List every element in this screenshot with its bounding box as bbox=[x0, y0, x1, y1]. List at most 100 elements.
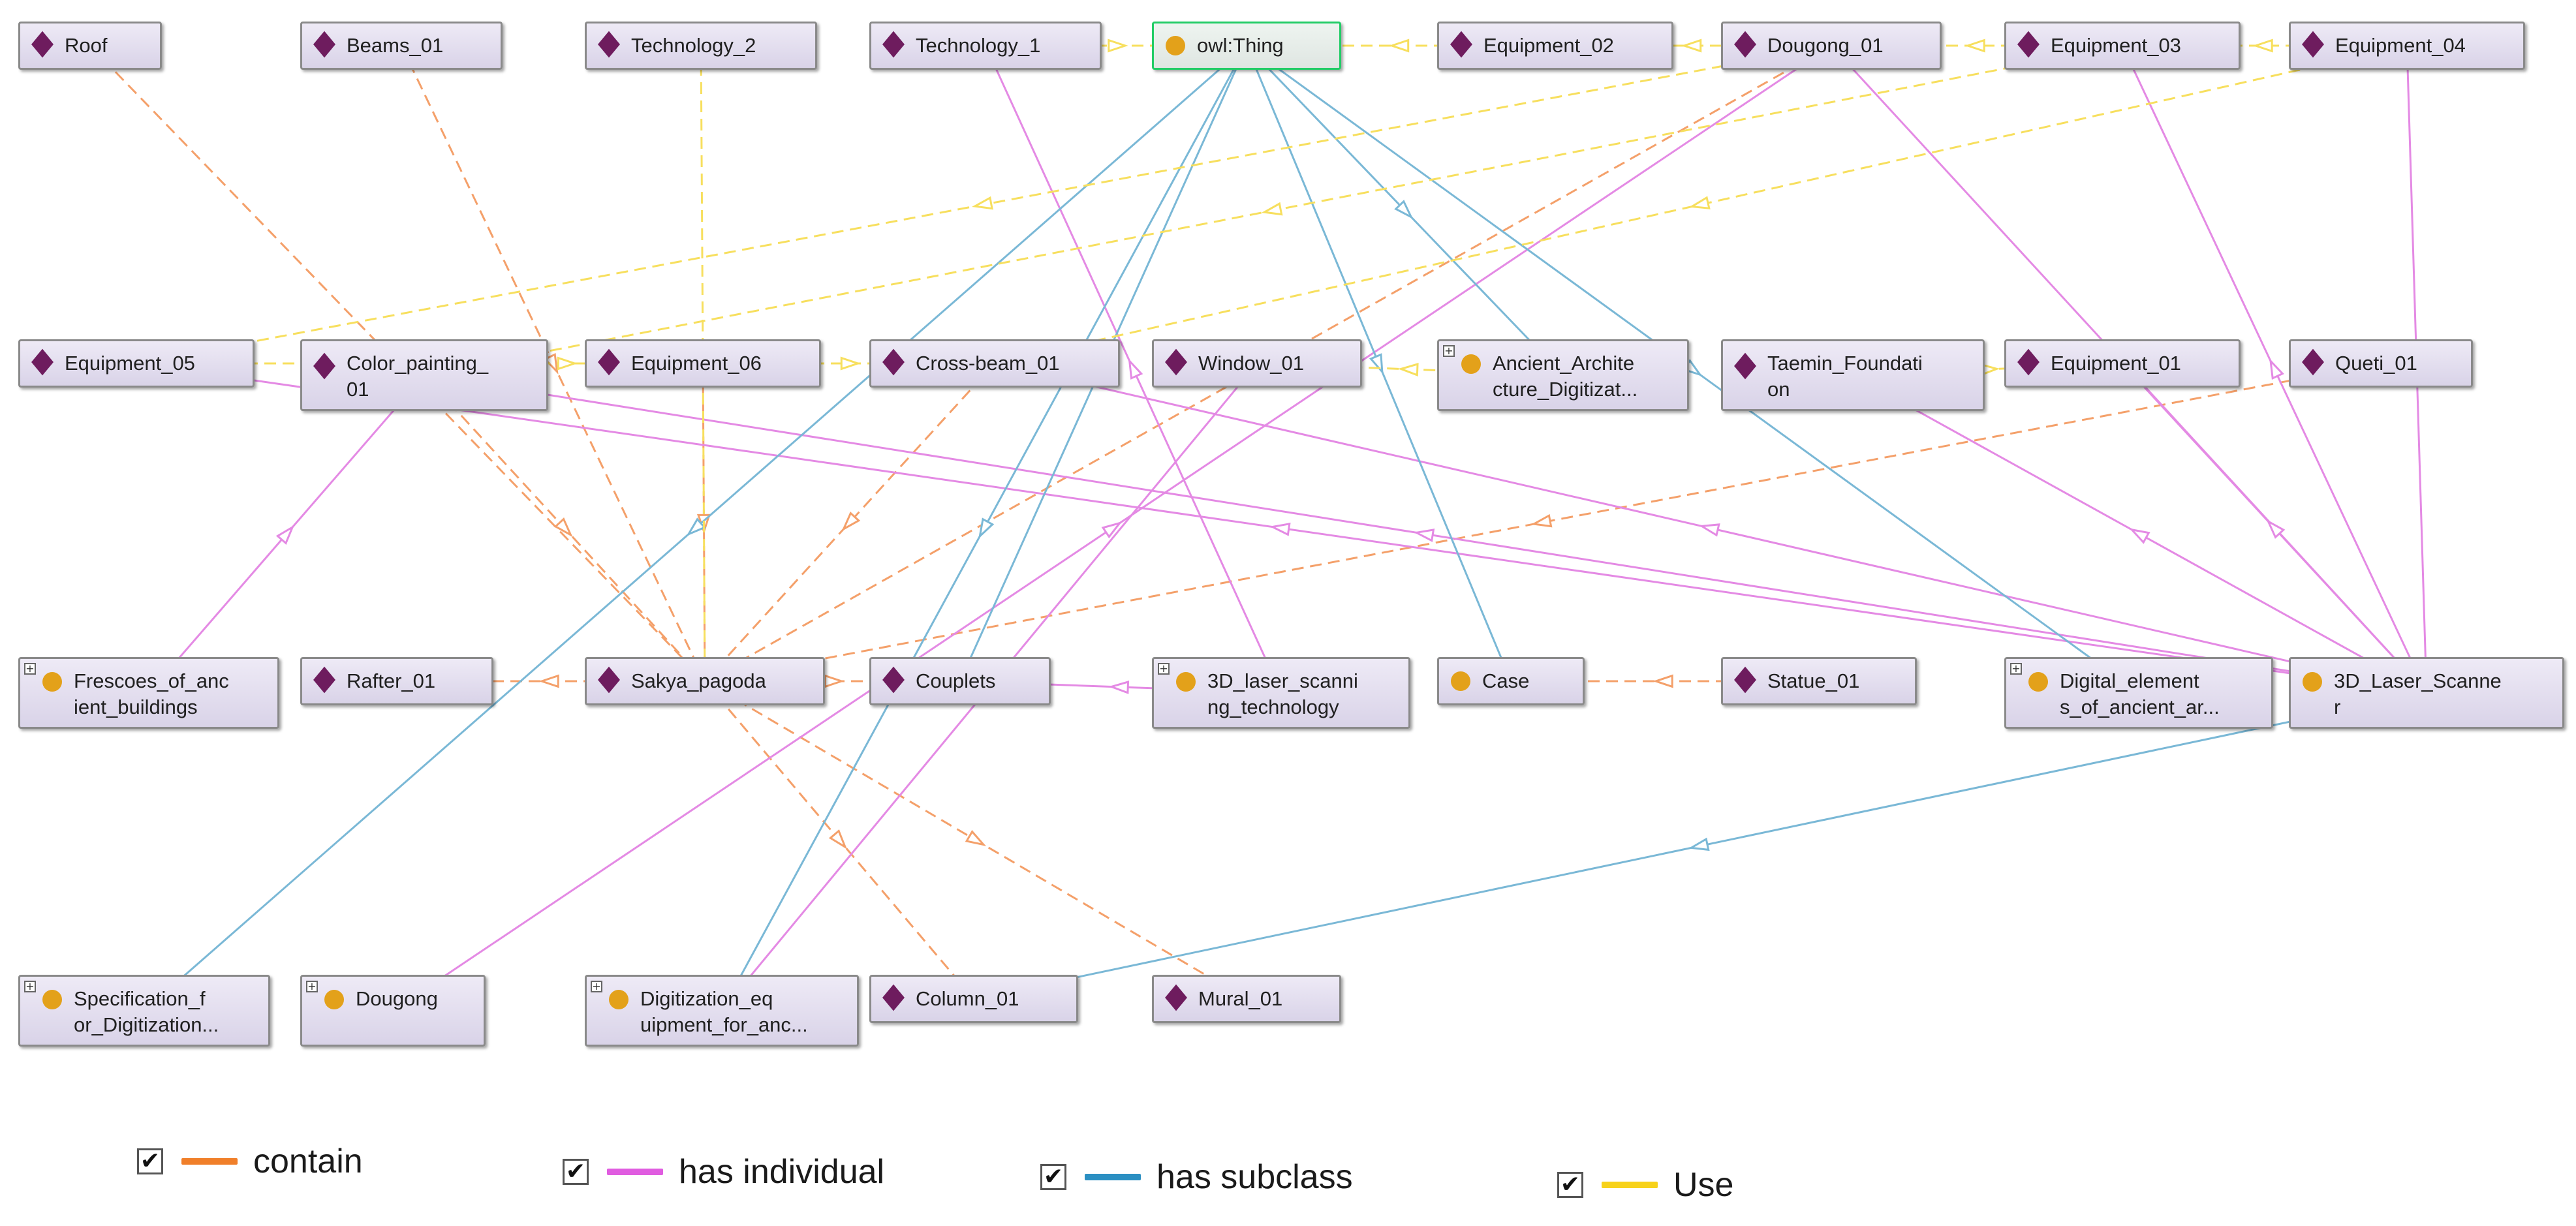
edge-arrowhead bbox=[1413, 529, 1435, 542]
edge-arrowhead bbox=[828, 829, 848, 850]
node-technology-2[interactable]: Technology_2 bbox=[585, 22, 817, 70]
node-sakya-pagoda[interactable]: Sakya_pagoda bbox=[585, 657, 825, 705]
edge-arrowhead bbox=[538, 674, 559, 688]
node-label: Case bbox=[1482, 669, 1530, 692]
edge-arrowhead bbox=[1397, 363, 1419, 376]
node-equipment-04[interactable]: Equipment_04 bbox=[2289, 22, 2525, 70]
node-equipment-06[interactable]: Equipment_06 bbox=[585, 339, 821, 388]
edge-arrowhead bbox=[1269, 522, 1291, 536]
class-icon bbox=[2303, 672, 2322, 692]
legend-swatch bbox=[181, 1158, 238, 1165]
class-icon bbox=[1461, 354, 1481, 374]
individual-icon bbox=[1735, 354, 1756, 380]
legend-checkbox[interactable]: ✔ bbox=[1557, 1172, 1583, 1198]
edge-arrowhead bbox=[1261, 202, 1283, 216]
legend-checkbox[interactable]: ✔ bbox=[1040, 1164, 1066, 1190]
legend-label: contain bbox=[253, 1142, 363, 1180]
edge-contain bbox=[702, 363, 706, 682]
node-frescoes[interactable]: + Frescoes_of_anc ient_buildings bbox=[18, 657, 279, 729]
individual-icon bbox=[883, 350, 904, 376]
node-label: Column_01 bbox=[916, 987, 1019, 1010]
node-equipment-02[interactable]: Equipment_02 bbox=[1437, 22, 1673, 70]
legend-item-use: ✔Use bbox=[1557, 1165, 1733, 1204]
node-beams-01[interactable]: Beams_01 bbox=[300, 22, 503, 70]
class-icon bbox=[324, 990, 344, 1009]
node-mural-01[interactable]: Mural_01 bbox=[1152, 975, 1341, 1023]
node-case[interactable]: Case bbox=[1437, 657, 1585, 705]
node-label: Cross-beam_01 bbox=[916, 352, 1060, 375]
expand-icon[interactable]: + bbox=[24, 663, 36, 675]
node-label: Beams_01 bbox=[347, 34, 444, 57]
node-rafter-01[interactable]: Rafter_01 bbox=[300, 657, 493, 705]
node-cross-beam-01[interactable]: Cross-beam_01 bbox=[869, 339, 1120, 388]
node-equipment-01[interactable]: Equipment_01 bbox=[2004, 339, 2241, 388]
class-icon bbox=[1166, 36, 1185, 55]
node-dougong-01[interactable]: Dougong_01 bbox=[1721, 22, 1942, 70]
node-taemin-foundation[interactable]: Taemin_Foundati on bbox=[1721, 339, 1985, 411]
node-label: Equipment_06 bbox=[631, 352, 762, 375]
legend-item-contain: ✔ contain bbox=[137, 1142, 363, 1181]
node-couplets[interactable]: Couplets bbox=[869, 657, 1051, 705]
edge-arrowhead bbox=[1128, 358, 1143, 380]
edge-arrowhead bbox=[2266, 519, 2286, 539]
node-laser-scanning-tech[interactable]: +3D_laser_scanni ng_technology bbox=[1152, 657, 1410, 729]
node-owl-thing[interactable]: owl:Thing bbox=[1152, 22, 1341, 70]
node-equipment-03[interactable]: Equipment_03 bbox=[2004, 22, 2241, 70]
edge-arrowhead bbox=[1108, 681, 1130, 694]
legend-label: has subclass bbox=[1156, 1158, 1353, 1196]
edge-arrowhead bbox=[824, 674, 845, 688]
individual-icon bbox=[314, 668, 335, 694]
expand-icon[interactable]: + bbox=[1158, 663, 1170, 675]
node-digitization-equipment[interactable]: + Digitization_eq uipment_for_anc... bbox=[585, 975, 859, 1047]
legend-label: has individual bbox=[679, 1153, 885, 1191]
node-label: Digitization_eq uipment_for_anc... bbox=[640, 987, 808, 1036]
edge-arrowhead bbox=[1681, 38, 1702, 53]
edge-arrowhead bbox=[978, 517, 995, 539]
expand-icon[interactable]: + bbox=[2010, 663, 2022, 675]
node-label: Rafter_01 bbox=[347, 669, 436, 692]
node-column-01[interactable]: Column_01 bbox=[869, 975, 1078, 1023]
individual-icon bbox=[883, 33, 904, 59]
node-label: Taemin_Foundati on bbox=[1767, 352, 1923, 401]
individual-icon bbox=[314, 33, 335, 59]
node-label: Digital_element s_of_ancient_ar... bbox=[2060, 669, 2220, 718]
node-digital-elements[interactable]: + Digital_element s_of_ancient_ar... bbox=[2004, 657, 2273, 729]
node-statue-01[interactable]: Statue_01 bbox=[1721, 657, 1917, 705]
legend-checkbox[interactable]: ✔ bbox=[137, 1148, 163, 1174]
edge-contain bbox=[704, 362, 2382, 682]
node-roof[interactable]: Roof bbox=[18, 22, 162, 70]
node-label: Equipment_05 bbox=[65, 352, 195, 375]
node-specification[interactable]: +Specification_f or_Digitization... bbox=[18, 975, 270, 1047]
individual-icon bbox=[1735, 668, 1756, 694]
expand-icon[interactable]: + bbox=[306, 981, 318, 992]
expand-icon[interactable]: + bbox=[1443, 345, 1455, 357]
expand-icon[interactable]: + bbox=[24, 981, 36, 992]
node-ancient-architecture[interactable]: +Ancient_Archite cture_Digitizat... bbox=[1437, 339, 1689, 411]
node-dougong[interactable]: +Dougong bbox=[300, 975, 486, 1047]
node-equipment-05[interactable]: Equipment_05 bbox=[18, 339, 255, 388]
node-queti-01[interactable]: Queti_01 bbox=[2289, 339, 2473, 388]
node-label: Roof bbox=[65, 34, 108, 57]
node-label: Queti_01 bbox=[2335, 352, 2417, 375]
node-color-painting-01[interactable]: Color_painting_ 01 bbox=[300, 339, 548, 411]
legend-swatch bbox=[607, 1169, 663, 1175]
node-label: Technology_2 bbox=[631, 34, 756, 57]
node-label: Frescoes_of_anc ient_buildings bbox=[74, 669, 229, 718]
legend-swatch bbox=[1602, 1182, 1658, 1188]
node-laser-scanner[interactable]: 3D_Laser_Scanne r bbox=[2289, 657, 2564, 729]
individual-icon bbox=[2303, 350, 2323, 376]
node-label: Statue_01 bbox=[1767, 669, 1860, 692]
edge-arrowhead bbox=[1964, 38, 1985, 53]
legend-checkbox[interactable]: ✔ bbox=[563, 1159, 589, 1185]
individual-icon bbox=[32, 350, 53, 376]
node-label: Mural_01 bbox=[1198, 987, 1283, 1010]
expand-icon[interactable]: + bbox=[591, 981, 602, 992]
individual-icon bbox=[2018, 350, 2039, 376]
node-window-01[interactable]: Window_01 bbox=[1152, 339, 1362, 388]
edge-arrowhead bbox=[1394, 200, 1414, 220]
individual-icon bbox=[1166, 350, 1187, 376]
node-technology-1[interactable]: Technology_1 bbox=[869, 22, 1102, 70]
individual-icon bbox=[1451, 33, 1472, 59]
edge-arrowhead bbox=[1369, 353, 1384, 375]
